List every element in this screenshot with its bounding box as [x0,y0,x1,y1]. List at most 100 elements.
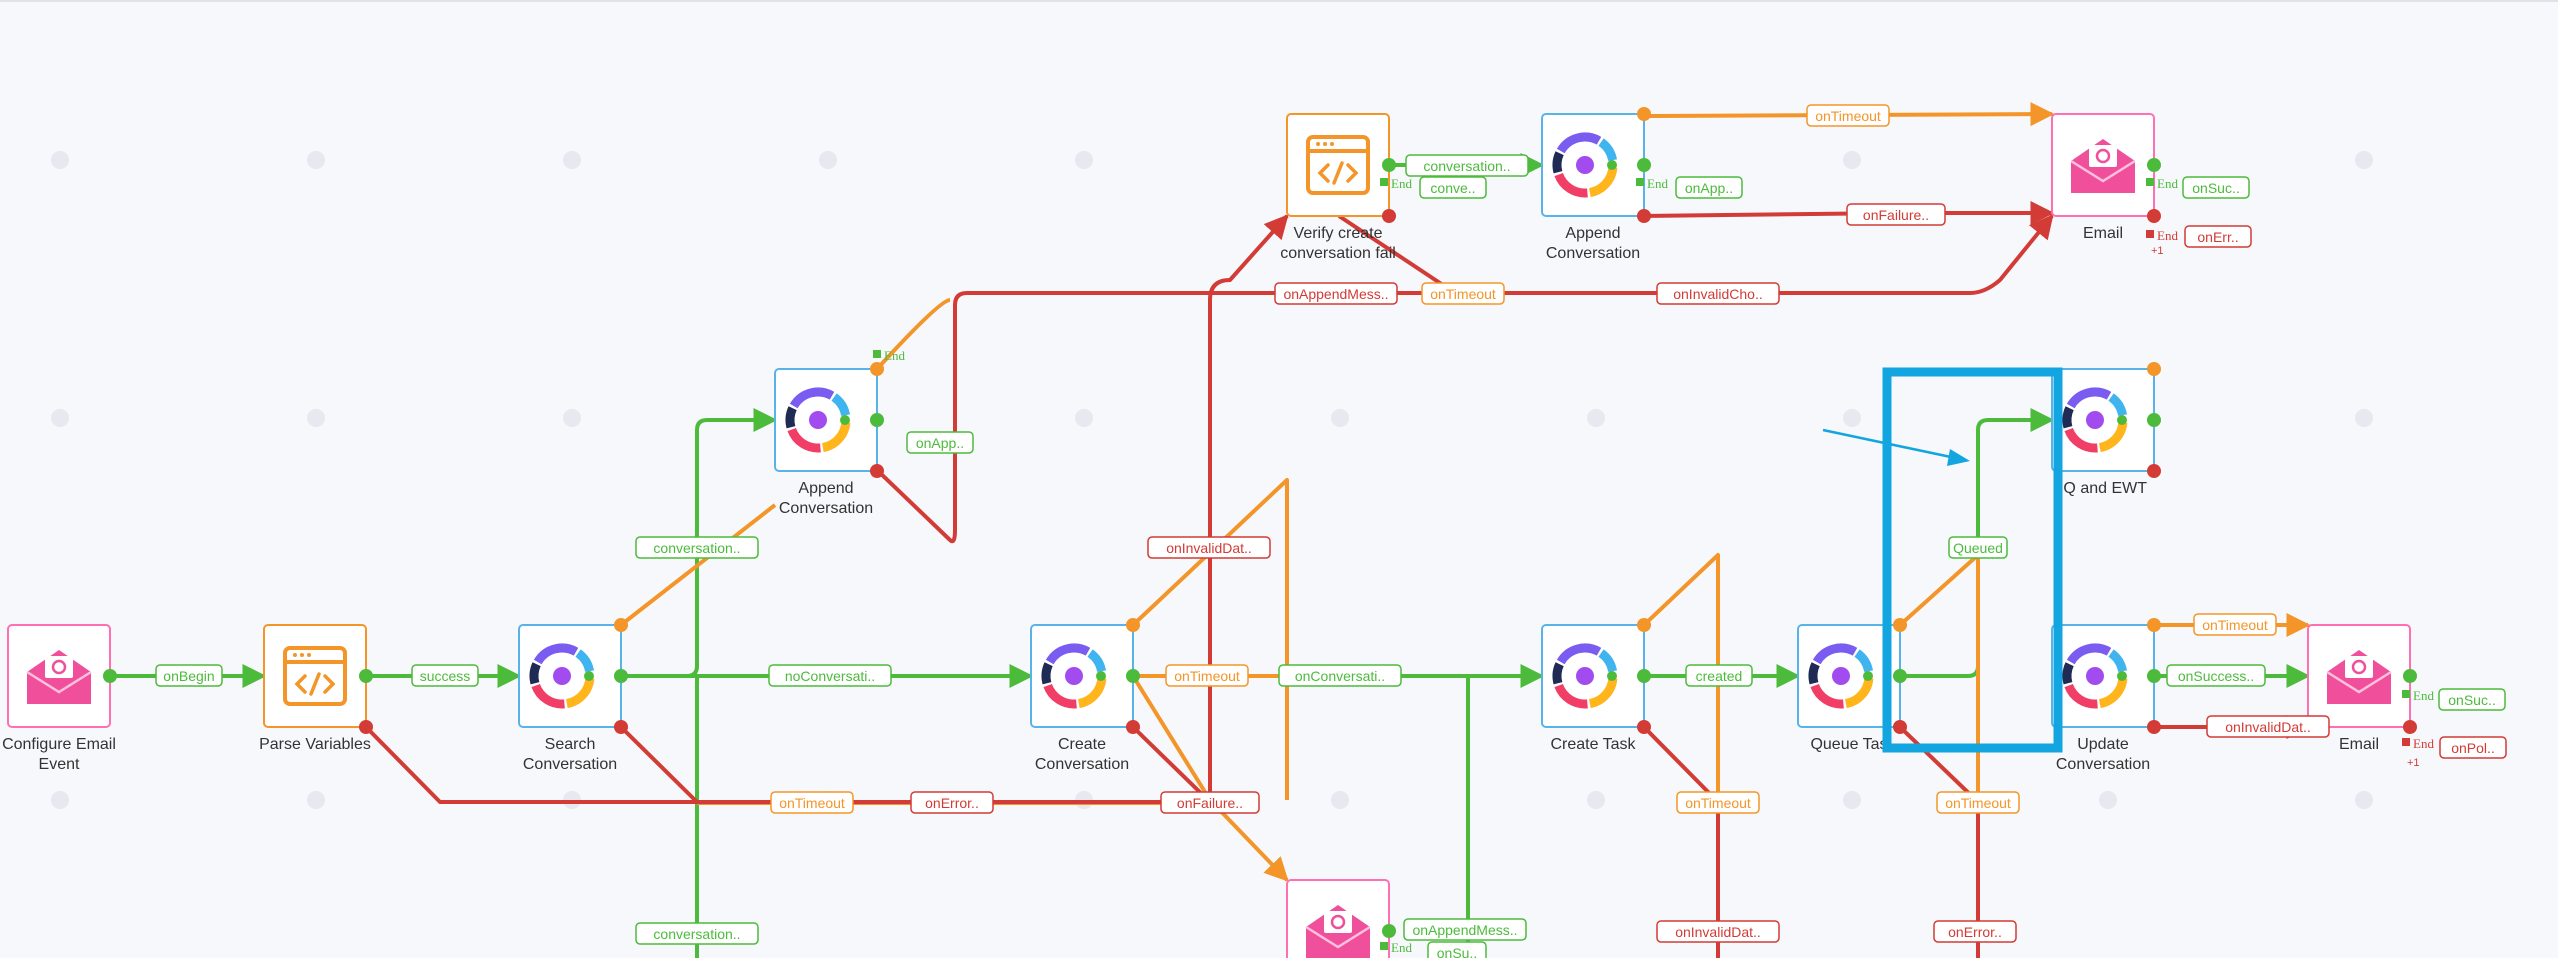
edge-label-success[interactable]: onConversati.. [1278,664,1402,687]
port-success[interactable] [2147,158,2161,172]
edge-label-error[interactable]: onFailure.. [1160,791,1260,814]
port-error[interactable] [2147,464,2161,478]
port-error[interactable] [1637,720,1651,734]
edge-label-error[interactable]: onAppendMess.. [1274,282,1398,305]
port-success[interactable] [1382,158,1396,172]
port-success[interactable] [1637,669,1651,683]
edge-label-success[interactable]: onApp.. [1675,176,1743,199]
edge-label-timeout[interactable]: onTimeout [1165,664,1249,687]
port-timeout[interactable] [1893,618,1907,632]
port-error[interactable] [2147,720,2161,734]
edge-label-success[interactable]: conve.. [1419,176,1487,199]
port-error[interactable] [1126,720,1140,734]
port-error[interactable] [614,720,628,734]
edge-label-error[interactable]: onError.. [1933,920,2017,943]
edge-label-timeout[interactable]: onTimeout [2193,613,2277,636]
port-timeout[interactable] [1637,618,1651,632]
edge-label-error[interactable]: onError.. [910,791,994,814]
edge-label-success[interactable]: Queued [1948,536,2008,559]
port-success[interactable] [2147,413,2161,427]
edge-label-success[interactable]: onSuc.. [2438,688,2506,711]
edge-label-success[interactable]: onSu.. [1427,941,1487,958]
edge-label-text: onError.. [925,795,979,811]
node-box[interactable] [1286,113,1390,217]
edge-label-success[interactable]: onSuccess.. [2166,664,2266,687]
edge-label-error[interactable]: onInvalidCho.. [1656,282,1780,305]
node-parse[interactable]: Parse Variables [259,624,373,753]
port-error[interactable] [1637,209,1651,223]
edge-label-success[interactable]: conversation.. [635,536,759,559]
edge-label-timeout[interactable]: onTimeout [1421,282,1505,305]
edge-timeout[interactable] [875,298,951,371]
node-email3[interactable] [1286,879,1396,958]
port-success[interactable] [2403,669,2417,683]
edge-error[interactable] [1337,214,1457,295]
edge-timeout[interactable] [619,503,777,627]
port-success[interactable] [1637,158,1651,172]
edge-timeout[interactable] [1642,553,1720,958]
port-error[interactable] [2147,209,2161,223]
edge-label-success[interactable]: conversation.. [1405,154,1529,177]
edge-label-success[interactable]: onApp.. [906,431,974,454]
port-timeout[interactable] [2147,618,2161,632]
edge-timeout[interactable] [1898,553,1980,958]
edge-error[interactable] [875,214,2054,544]
port-success[interactable] [359,669,373,683]
edge-label-timeout[interactable]: onTimeout [1936,791,2020,814]
flow-ring-icon [1077,677,1107,709]
edge-label-error[interactable]: onPol.. [2439,736,2507,759]
port-error[interactable] [1382,209,1396,223]
port-timeout[interactable] [870,362,884,376]
port-success[interactable] [870,413,884,427]
port-error[interactable] [359,720,373,734]
edge-label-success[interactable]: created [1685,664,1753,687]
port-timeout[interactable] [1637,107,1651,121]
node-box[interactable] [263,624,367,728]
edge-label-success[interactable]: success [411,664,479,687]
edge-label-error[interactable]: onInvalidDat.. [1147,536,1271,559]
edge-error[interactable] [1131,214,1289,804]
node-name: Queue Tas [1810,736,1887,753]
port-success[interactable] [103,669,117,683]
port-error[interactable] [2403,720,2417,734]
node-iq[interactable]: IQ and EWT [2051,362,2161,497]
edge-label-success[interactable]: conversation.. [635,922,759,945]
node-queue[interactable]: Queue Tas [1797,618,1907,753]
port-success[interactable] [1382,924,1396,938]
edge-timeout[interactable] [1131,478,1289,800]
port-timeout[interactable] [614,618,628,632]
port-timeout[interactable] [2147,362,2161,376]
edge-error[interactable] [619,725,699,804]
port-timeout[interactable] [1126,618,1140,632]
edge-label-timeout[interactable]: onTimeout [1676,791,1760,814]
edge-label-error[interactable]: onInvalidDat.. [1656,920,1780,943]
port-error[interactable] [870,464,884,478]
node-createtask[interactable]: Create Task [1541,618,1651,753]
edge-label-error[interactable]: onErr.. [2184,225,2252,248]
edge-label-success[interactable]: onAppendMess.. [1403,918,1527,941]
edge-label-error[interactable]: onFailure.. [1846,203,1946,226]
grid-dot [307,409,325,427]
port-error[interactable] [1893,720,1907,734]
port-success[interactable] [1126,669,1140,683]
port-success[interactable] [2147,669,2161,683]
port-success[interactable] [1893,669,1907,683]
node-email1[interactable]: Email [2051,113,2161,242]
edge-label-timeout[interactable]: onTimeout [1806,104,1890,127]
node-email2[interactable]: Email [2307,624,2417,753]
port-success[interactable] [614,669,628,683]
edge-label-success[interactable]: onSuc.. [2182,176,2250,199]
edge-label-success[interactable]: noConversati.. [768,664,892,687]
edge-label-text: created [1696,668,1743,684]
edge-label-timeout[interactable]: onTimeout [770,791,854,814]
edge-label-error[interactable]: onInvalidDat.. [2206,715,2330,738]
edge-label-success[interactable]: onBegin [155,664,223,687]
